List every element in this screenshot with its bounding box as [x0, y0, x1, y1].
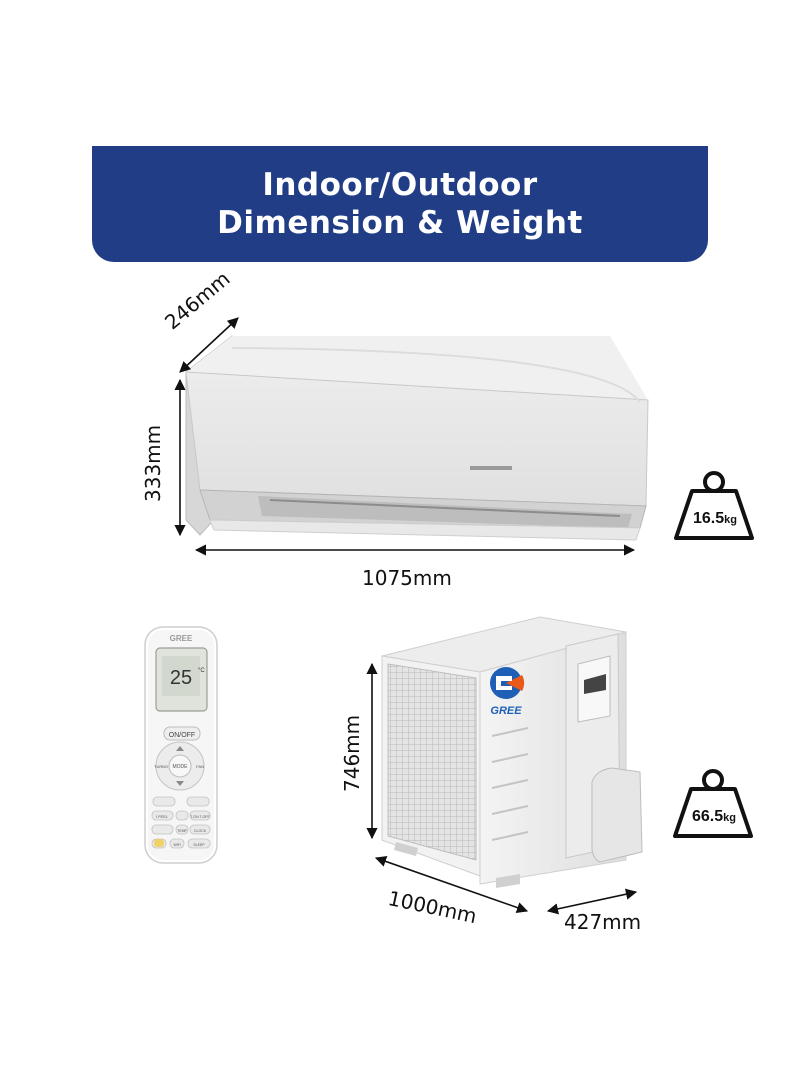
remote-key-mode: MODE — [173, 764, 189, 770]
indoor-unit — [185, 334, 649, 541]
remote-key-onoff: ON/OFF — [169, 732, 195, 739]
gree-logo-icon — [490, 667, 525, 699]
indoor-brand-logo — [470, 466, 512, 470]
remote-key-fan: FAN — [196, 764, 204, 769]
outdoor-height-label: 746mm — [340, 714, 364, 792]
remote-brand: GREE — [170, 634, 193, 643]
outdoor-depth-arrow — [546, 888, 638, 915]
remote-key-timer: T-ON T-OFF — [190, 815, 209, 819]
remote-display-temp: 25 — [170, 667, 192, 689]
title-line-2: Dimension & Weight — [217, 205, 583, 241]
outdoor-weight-label: 66.5kg — [679, 806, 749, 826]
indoor-width-label: 1075mm — [362, 566, 452, 590]
outdoor-brand-text: GREE — [490, 705, 522, 717]
remote-key-wifi: WiFi — [174, 843, 181, 847]
outdoor-weight-icon — [673, 769, 753, 838]
outdoor-weight-value: 66.5 — [692, 808, 724, 825]
title-banner: Indoor/Outdoor Dimension & Weight — [92, 146, 708, 262]
indoor-weight-unit: kg — [724, 514, 737, 526]
remote-key-temp: TEMP — [177, 829, 187, 833]
outdoor-weight-unit: kg — [723, 812, 736, 824]
indoor-height-label: 333mm — [141, 424, 165, 502]
remote-control — [144, 626, 218, 864]
outdoor-width-arrow — [374, 856, 529, 913]
remote-key-ifeel: I FEEL — [156, 814, 169, 819]
indoor-depth-arrow — [179, 317, 239, 373]
remote-key-turbo: TURBO — [154, 764, 168, 769]
remote-display-unit: °C — [198, 668, 205, 674]
indoor-weight-label: 16.5kg — [680, 508, 750, 528]
indoor-weight-icon — [674, 471, 754, 540]
remote-key-clock: CLOCK — [194, 829, 207, 833]
outdoor-depth-label: 427mm — [564, 910, 642, 934]
remote-key-sleep: SLEEP — [193, 843, 205, 847]
indoor-weight-value: 16.5 — [693, 510, 725, 527]
outdoor-unit — [381, 616, 643, 888]
title-line-1: Indoor/Outdoor — [262, 167, 538, 203]
